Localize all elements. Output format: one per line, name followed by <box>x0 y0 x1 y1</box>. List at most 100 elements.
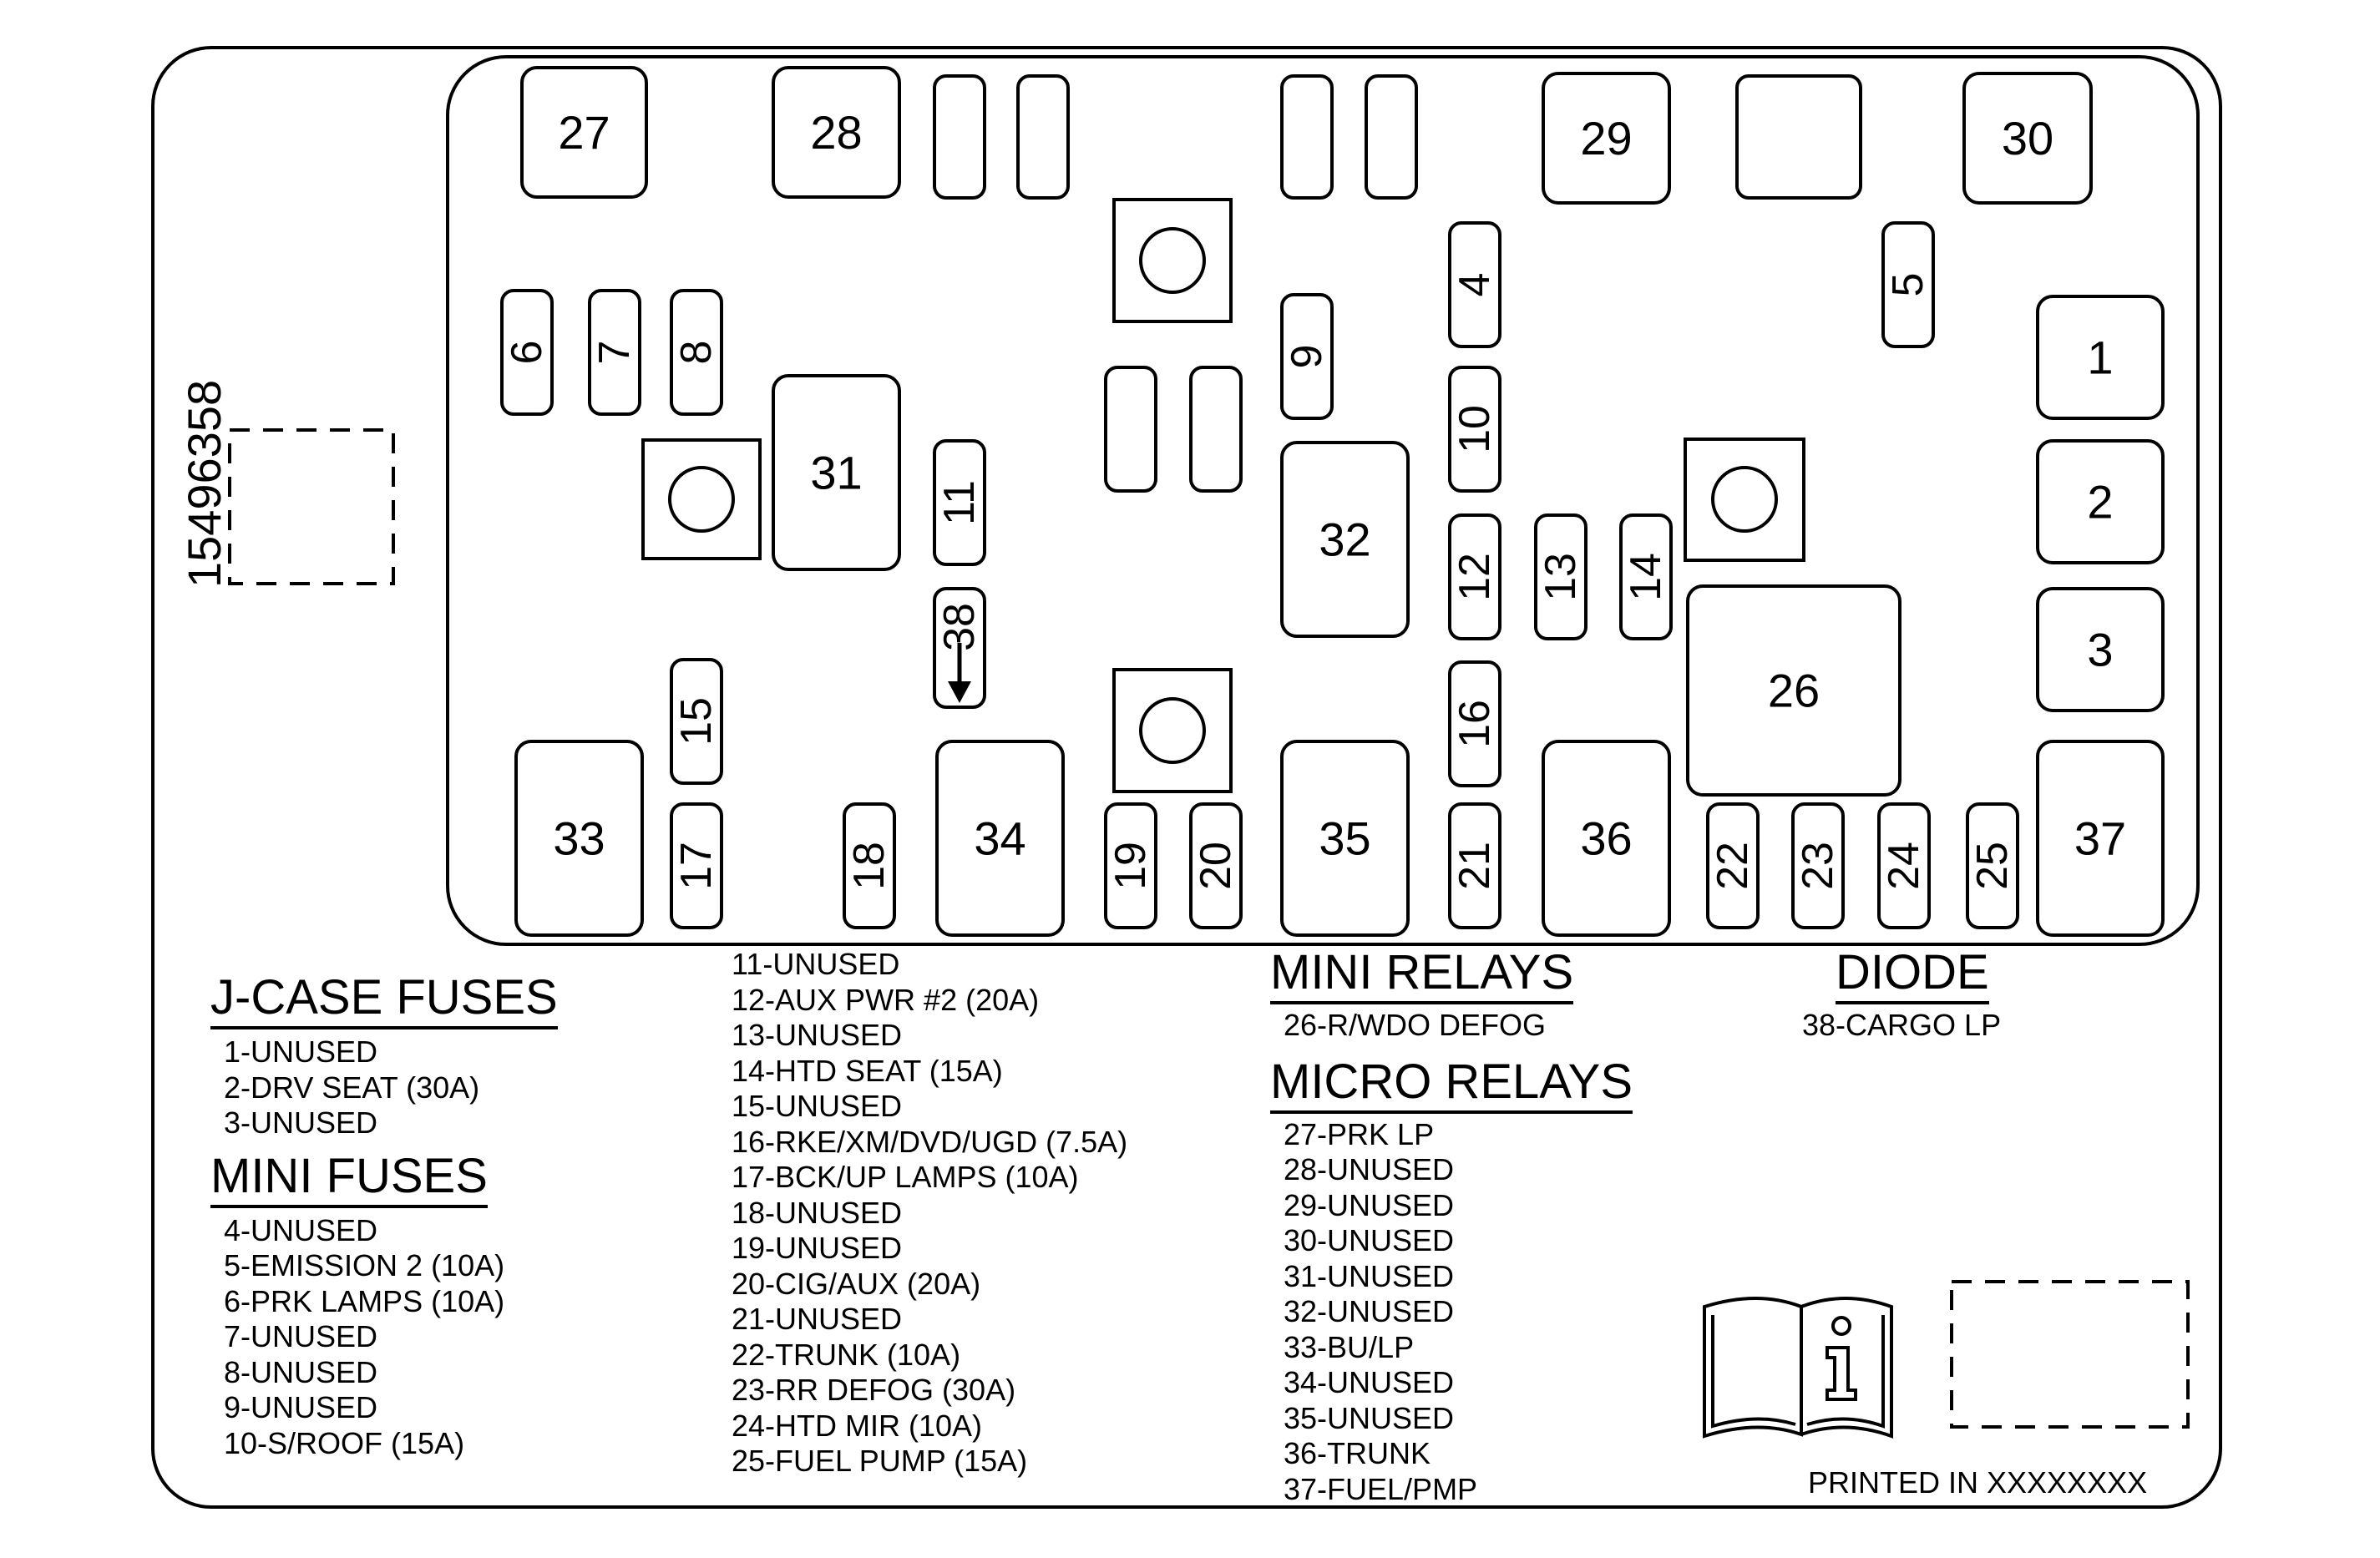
fuse-slot-outline <box>1448 366 1501 493</box>
fuse-slot-label: 26 <box>1768 665 1820 717</box>
fuse-slot-label: 8 <box>672 341 721 365</box>
fuse-slot-25: 25 <box>1966 802 2019 929</box>
legend-heading-diode: DIODE <box>1836 946 1989 1004</box>
dashed-label-area-right <box>1950 1280 2190 1429</box>
fuse-slot-outline <box>772 66 901 199</box>
fuse-slot-outline <box>670 289 723 416</box>
fuse-slot-outline <box>1619 513 1673 640</box>
legend-item: 30-UNUSED <box>1284 1223 1455 1257</box>
fuse-slot-label: 11 <box>935 480 984 525</box>
fuse-slot-outline <box>933 439 986 566</box>
fuse-slot-outline <box>514 740 644 937</box>
fuse-slot-label: 32 <box>1319 513 1370 566</box>
diode-arrow-icon <box>948 643 971 703</box>
fuse-slot-label: 28 <box>810 106 862 159</box>
fuse-slot-label: 34 <box>974 812 1025 865</box>
fuse-slot-12: 12 <box>1448 513 1501 640</box>
fuse-slot-outline <box>933 587 986 709</box>
legend-item: 16-RKE/XM/DVD/UGD (7.5A) <box>732 1124 1128 1159</box>
legend-item: 24-HTD MIR (10A) <box>732 1408 983 1443</box>
fuse-slot-20: 20 <box>1189 802 1243 929</box>
legend-item: 11-UNUSED <box>732 947 900 981</box>
fuse-slot-label: 16 <box>1451 700 1499 748</box>
fuse-slot-label: 37 <box>2074 812 2126 865</box>
legend-item: 5-EMISSION 2 (10A) <box>224 1248 505 1282</box>
fuse-block-outline <box>446 55 2200 946</box>
legend-item: 3-UNUSED <box>224 1105 378 1140</box>
fuse-slot-9: 9 <box>1280 293 1334 420</box>
fuse-slot-30: 30 <box>1962 72 2093 205</box>
fuse-slot-label: 21 <box>1451 842 1499 890</box>
fuse-slot-label: 5 <box>1884 273 1932 297</box>
mounting-boss <box>1112 668 1233 793</box>
fuse-slot-33: 33 <box>514 740 644 937</box>
mounting-boss <box>1112 198 1233 323</box>
mounting-bosses <box>641 198 1805 793</box>
fuse-slot-16: 16 <box>1448 660 1501 787</box>
fuse-slot-27: 27 <box>520 66 648 199</box>
fuse-slot-outline <box>2036 740 2165 937</box>
fuse-slot-outline <box>1962 72 2093 205</box>
legend-item: 8-UNUSED <box>224 1354 378 1389</box>
fuse-slot-outline <box>843 802 896 929</box>
legend-item: 22-TRUNK (10A) <box>732 1337 961 1372</box>
fuse-slot-outline <box>935 740 1065 937</box>
legend-item: 13-UNUSED <box>732 1018 903 1052</box>
fuse-slot-label: 27 <box>558 106 610 159</box>
legend-column-relays: MINI RELAYS 26-R/WDO DEFOG MICRO RELAYS … <box>1270 946 1633 1507</box>
fuse-slot-outline <box>1104 802 1157 929</box>
spare-slot <box>1104 366 1157 493</box>
fuse-slot-outline <box>1966 802 2019 929</box>
fuse-slot-outline <box>1542 72 1671 205</box>
fuse-slot-34: 34 <box>935 740 1065 937</box>
fuse-slot-6: 6 <box>500 289 554 416</box>
fuse-slot-24: 24 <box>1877 802 1931 929</box>
spare-slot <box>1365 74 1418 200</box>
fuse-slot-38: 38 <box>933 587 986 709</box>
fuse-slot-13: 13 <box>1534 513 1588 640</box>
fuse-slot-label: 12 <box>1451 553 1499 601</box>
fuse-slot-label: 31 <box>810 447 862 499</box>
fuse-slot-4: 4 <box>1448 221 1501 348</box>
fuse-slot-11: 11 <box>933 439 986 566</box>
spare-slot <box>1016 74 1070 200</box>
legend-item: 27-PRK LP <box>1284 1116 1435 1151</box>
fuse-slot-outline <box>1280 740 1410 937</box>
fuse-slot-8: 8 <box>670 289 723 416</box>
fuse-slot-outline <box>1189 802 1243 929</box>
legend-item: 7-UNUSED <box>224 1319 378 1353</box>
legend-item: 21-UNUSED <box>732 1302 903 1336</box>
outer-panel <box>151 46 2222 1509</box>
fuse-slot-outline <box>1448 513 1501 640</box>
fuse-slot-label: 35 <box>1319 812 1370 865</box>
fuse-slot-label: 19 <box>1106 842 1155 890</box>
fuse-slot-31: 31 <box>772 374 901 571</box>
printed-in-label: PRINTED IN XXXXXXXX <box>1808 1465 2148 1500</box>
fuse-slot-label: 20 <box>1192 842 1240 890</box>
fuse-slot-outline <box>1280 293 1334 420</box>
fuse-slot-3: 3 <box>2036 587 2165 712</box>
legend-item: 31-UNUSED <box>1284 1258 1455 1293</box>
legend-item: 23-RR DEFOG (30A) <box>732 1373 1016 1407</box>
legend-item: 20-CIG/AUX (20A) <box>732 1266 981 1301</box>
fuse-slot-label: 23 <box>1794 842 1842 890</box>
fuse-slot-outline <box>670 802 723 929</box>
legend-heading-mini-fuses: MINI FUSES <box>210 1149 488 1208</box>
fuse-slot-35: 35 <box>1280 740 1410 937</box>
fuse-slot-22: 22 <box>1706 802 1760 929</box>
legend-item: 1-UNUSED <box>224 1034 378 1069</box>
fuse-slot-26: 26 <box>1686 584 1901 797</box>
legend-heading-mini-relays: MINI RELAYS <box>1270 946 1574 1004</box>
spare-relay-slot <box>1735 74 1862 200</box>
legend-item: 6-PRK LAMPS (10A) <box>224 1283 505 1318</box>
fuse-slot-1: 1 <box>2036 295 2165 420</box>
fuse-slot-outline <box>1448 660 1501 787</box>
fuse-slot-label: 10 <box>1451 405 1499 453</box>
fuse-slot-outline <box>588 289 641 416</box>
fuse-slot-outline <box>2036 295 2165 420</box>
fuse-slot-outline <box>1877 802 1931 929</box>
fuse-slot-10: 10 <box>1448 366 1501 493</box>
fuse-slot-label: 33 <box>553 812 605 865</box>
